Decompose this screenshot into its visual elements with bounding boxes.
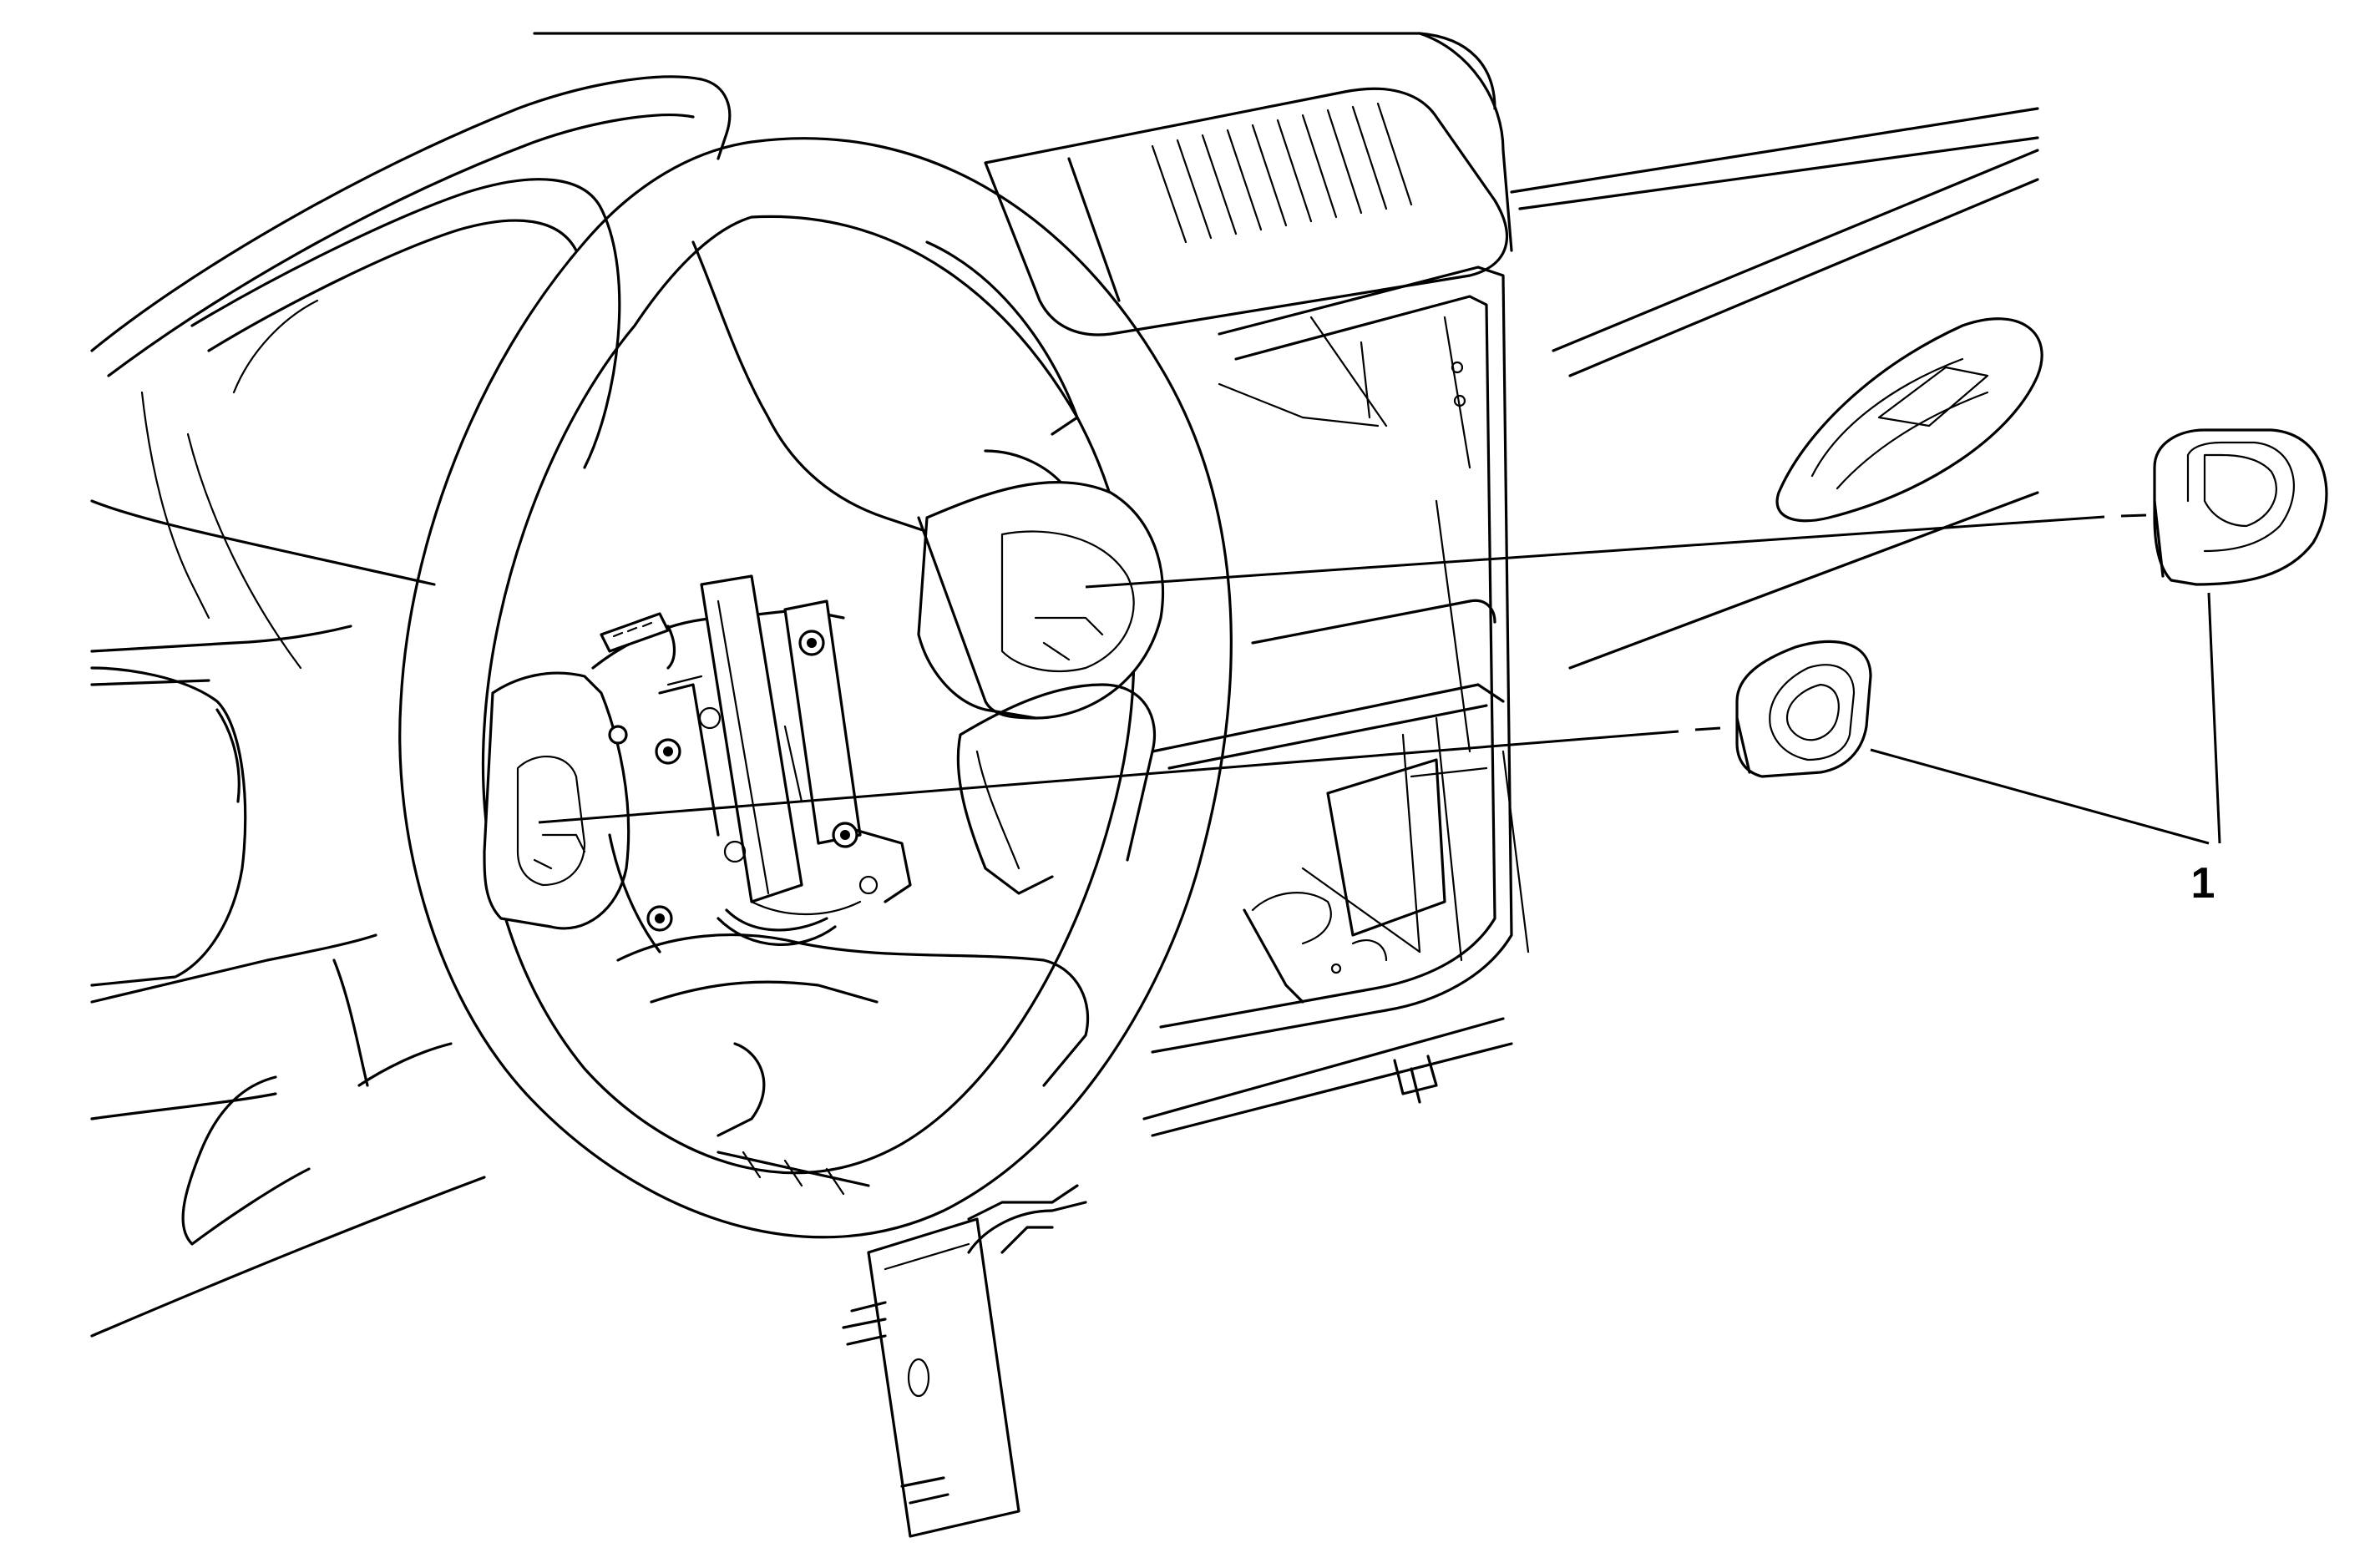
- instrument-panel: [90, 32, 2043, 1338]
- callout-label-1: 1: [2191, 859, 2215, 908]
- trim-cover-upper: [2153, 428, 2328, 586]
- steering-column: [842, 1184, 1087, 1538]
- fastener-screws: [608, 630, 879, 932]
- trim-cover-lower: [1735, 640, 1872, 778]
- leader-lines: [538, 513, 2221, 845]
- steering-wheel: [398, 137, 1233, 1239]
